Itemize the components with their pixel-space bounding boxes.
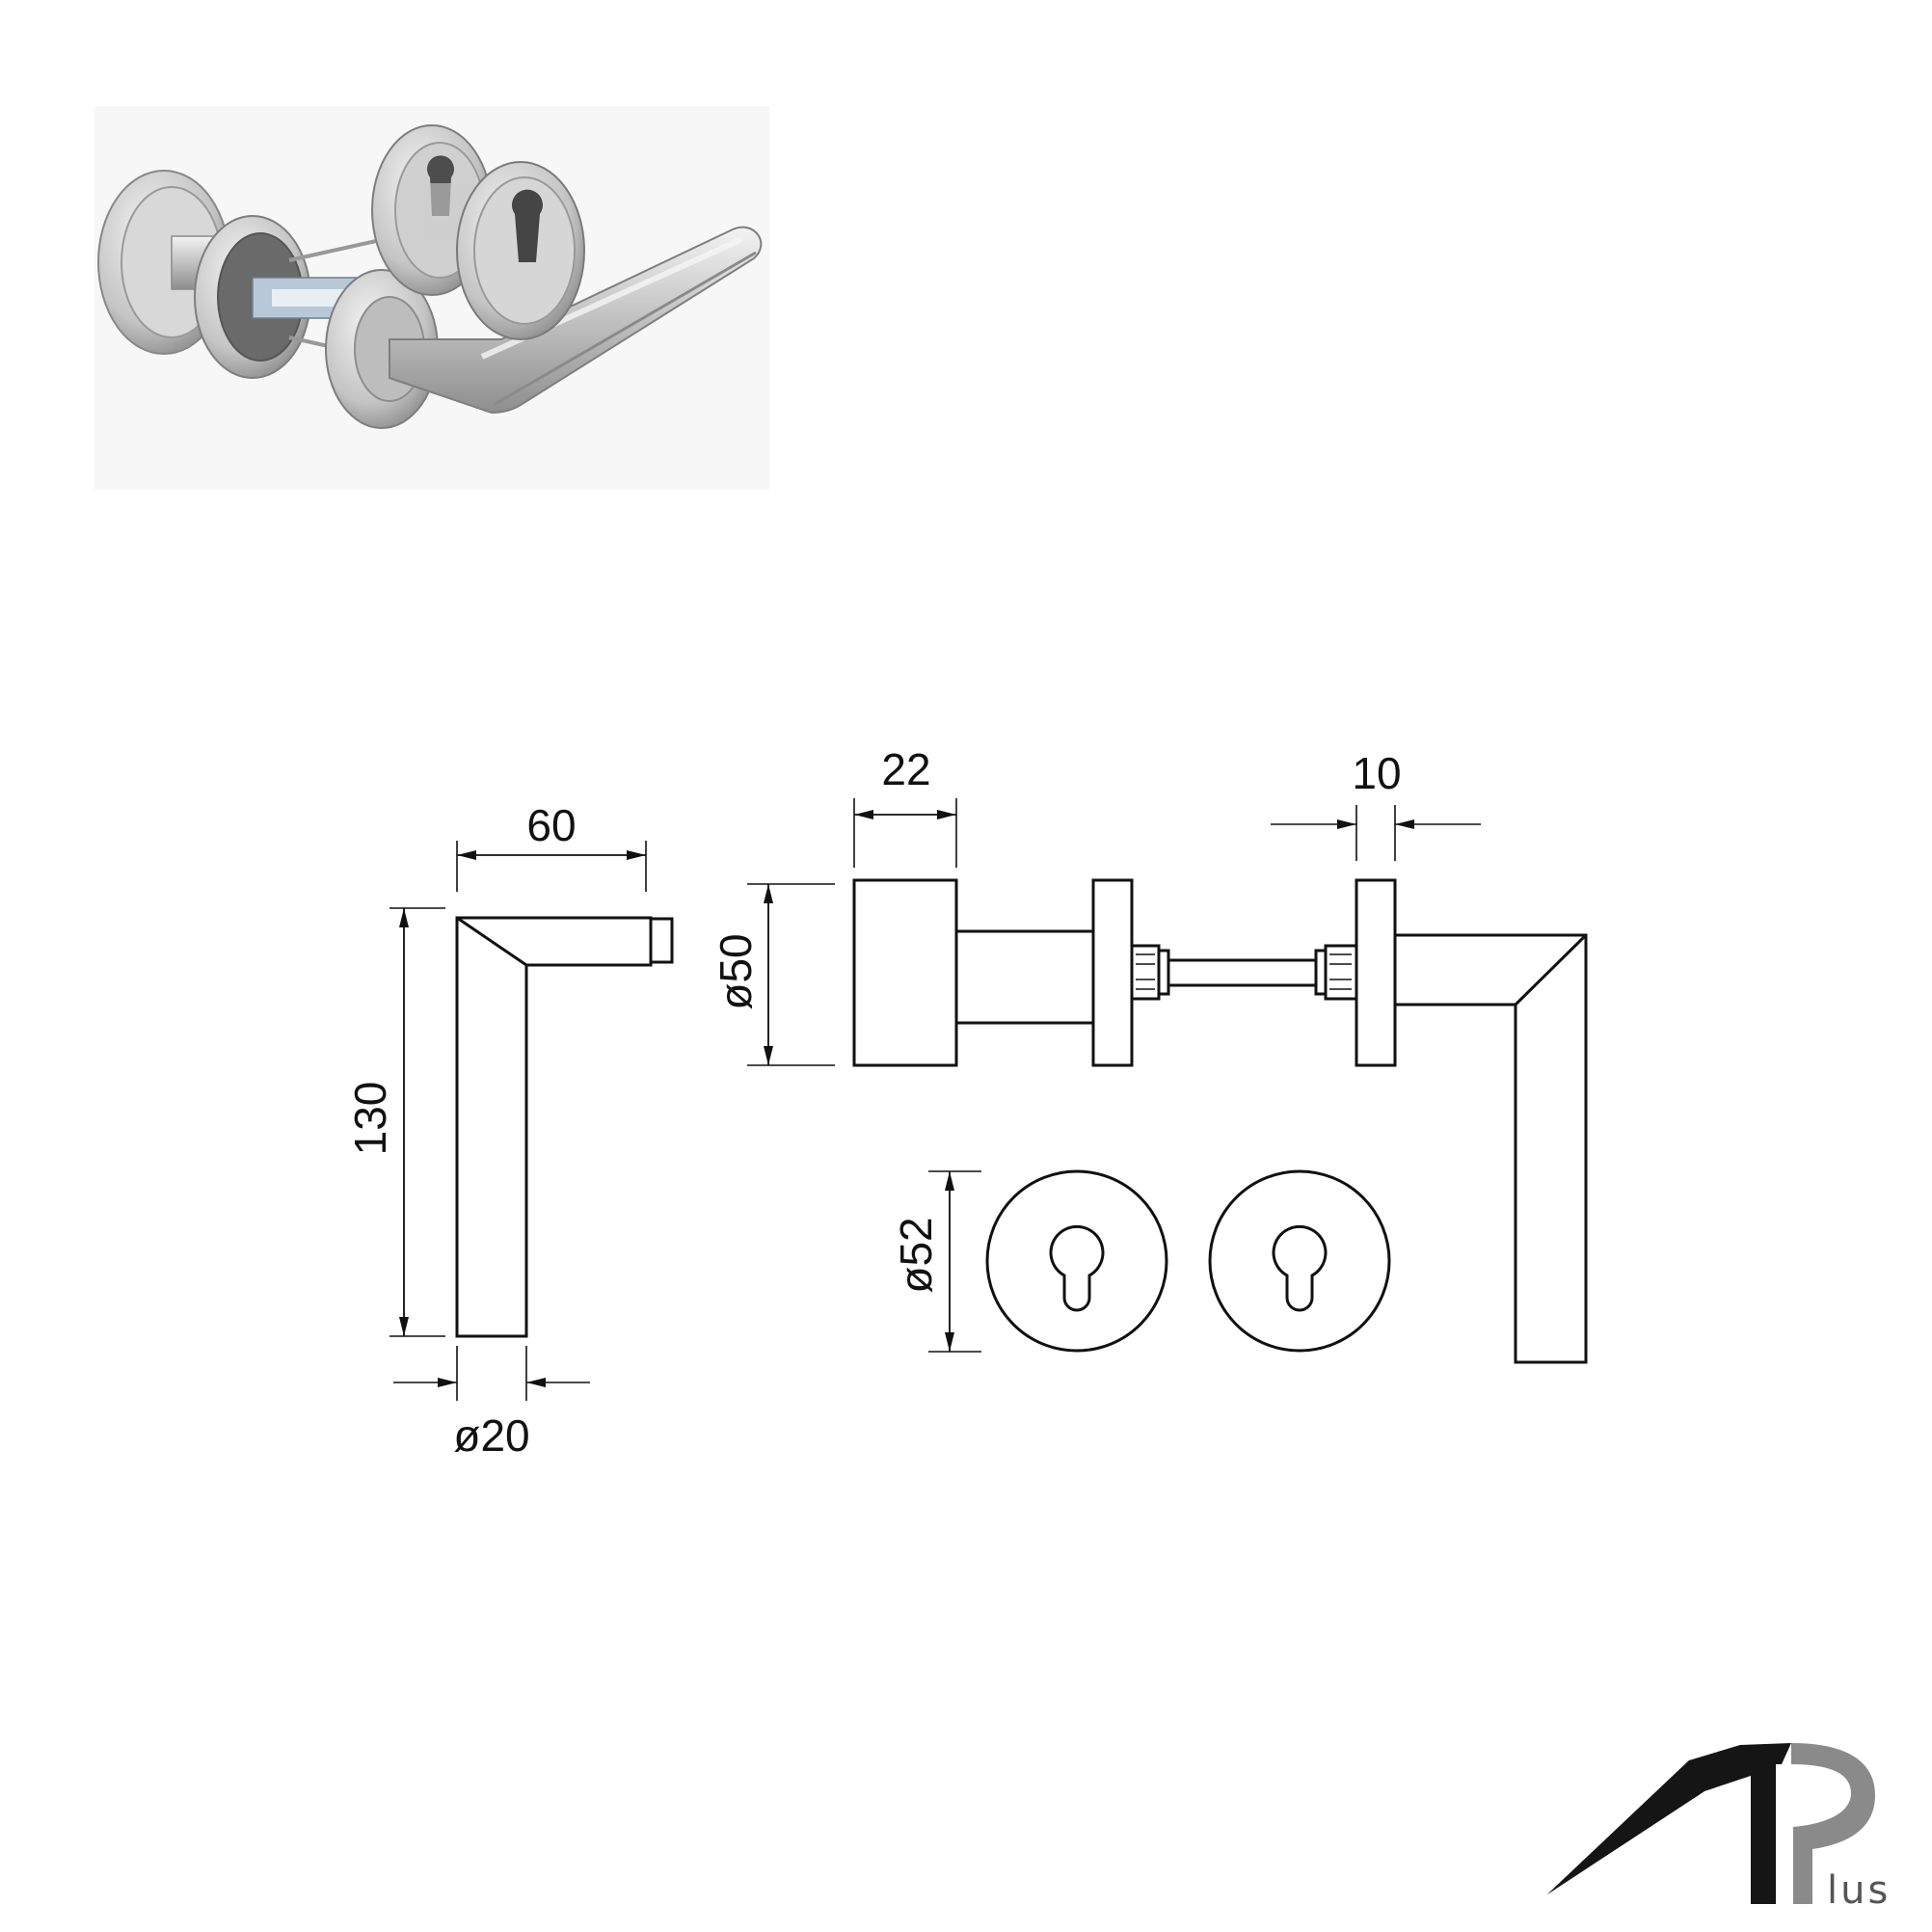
spindle [1167,958,1318,987]
rose-right [1355,878,1397,1067]
cylinder-keyhole-left [1049,1224,1105,1312]
dimension-lever-width: 60 [456,800,647,892]
lever-side-view [455,916,674,1338]
logo-gray-p-shape [1791,1743,1875,1904]
rose-left [1091,878,1134,1067]
lever-front [1393,933,1588,1364]
dimension-spindle-gap: 10 [1271,748,1481,861]
dimension-lever-diameter: ø20 [393,1346,590,1461]
dimension-label-o20: ø20 [453,1410,529,1461]
atp-logo: lus [1547,1743,1891,1913]
dimension-label-o50: ø50 [711,933,761,1009]
assembly-view [852,878,1588,1364]
dimension-escutcheon-diameter: ø52 [891,1170,981,1353]
dimension-label-130: 130 [345,1082,395,1156]
door-handle-set-photo [94,106,769,490]
dimension-rose-diameter: ø50 [711,883,835,1066]
escutcheon-right [1208,1169,1391,1353]
logo-black-t-shape [1547,1743,1791,1904]
dimension-label-22: 22 [881,744,930,794]
escutcheon-left [985,1169,1168,1353]
cylinder-keyhole-right [1272,1224,1328,1312]
knob-neck [954,929,1095,1025]
dimension-rose-depth: 22 [853,744,957,868]
dimension-label-o52: ø52 [891,1217,941,1293]
escutcheon-front-photo [456,161,585,340]
dimension-label-10: 10 [1352,748,1401,798]
dimension-label-60: 60 [526,800,576,850]
knob-body [852,878,958,1067]
dimension-lever-height: 130 [345,907,445,1337]
logo-suffix: lus [1827,1868,1891,1913]
